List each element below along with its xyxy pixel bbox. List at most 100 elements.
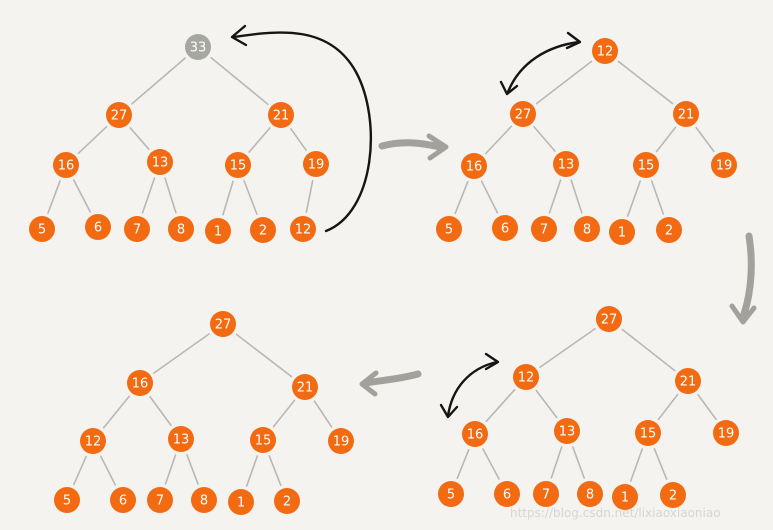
tree-edge bbox=[454, 181, 469, 214]
node-value: 21 bbox=[680, 375, 697, 390]
node-value: 5 bbox=[445, 223, 453, 238]
node-circle bbox=[328, 428, 354, 454]
node-value: 6 bbox=[119, 494, 127, 509]
node-circle bbox=[85, 214, 111, 240]
node-circle bbox=[554, 418, 580, 444]
node-value: 1 bbox=[618, 226, 626, 241]
tree-edge bbox=[272, 399, 296, 428]
tree-edge bbox=[480, 180, 499, 214]
node-value: 27 bbox=[601, 313, 618, 328]
node-circle bbox=[124, 216, 150, 242]
node-value: 12 bbox=[85, 435, 102, 450]
node-circle bbox=[494, 481, 520, 507]
tree-node: 6 bbox=[85, 214, 111, 240]
tree-node: 13 bbox=[554, 418, 580, 444]
tree-edge bbox=[456, 448, 470, 480]
tree-edge bbox=[248, 127, 271, 153]
tree-edge bbox=[102, 395, 131, 429]
swap-arrowhead-2b bbox=[439, 403, 459, 419]
node-value: 15 bbox=[230, 159, 247, 174]
node-value: 7 bbox=[156, 494, 164, 509]
node-circle bbox=[210, 311, 236, 337]
tree-edge bbox=[73, 455, 87, 486]
tree-edge bbox=[535, 389, 558, 419]
node-circle bbox=[635, 420, 661, 446]
node-circle bbox=[609, 219, 635, 245]
tree-edge bbox=[484, 125, 513, 155]
tree-node: 19 bbox=[328, 428, 354, 454]
node-value: 6 bbox=[501, 222, 509, 237]
tree-edge bbox=[697, 393, 717, 421]
tree-edge bbox=[572, 446, 585, 479]
tree-node: 7 bbox=[531, 216, 557, 242]
node-circle bbox=[461, 153, 487, 179]
tree-edge bbox=[629, 448, 644, 482]
tree-node: 12 bbox=[290, 216, 316, 242]
node-value: 8 bbox=[583, 223, 591, 238]
tree-node: 8 bbox=[191, 487, 217, 513]
node-value: 1 bbox=[621, 491, 629, 506]
node-circle bbox=[54, 487, 80, 513]
node-circle bbox=[711, 152, 737, 178]
tree-edge bbox=[653, 447, 668, 481]
node-value: 6 bbox=[503, 488, 511, 503]
tree-edge bbox=[548, 179, 562, 214]
tree-node: 2 bbox=[656, 217, 682, 243]
node-circle bbox=[80, 428, 106, 454]
node-value: 8 bbox=[586, 488, 594, 503]
node-circle bbox=[436, 216, 462, 242]
swap-root-child-arrow-1 bbox=[506, 40, 581, 94]
tree-edge bbox=[621, 328, 676, 372]
tree-edge bbox=[245, 455, 259, 487]
tree-edge bbox=[657, 393, 679, 421]
flow-arrow-down bbox=[729, 232, 757, 325]
tree-node: 13 bbox=[147, 149, 173, 175]
node-circle bbox=[250, 427, 276, 453]
tree-edge bbox=[482, 448, 500, 480]
tree-node: 16 bbox=[53, 152, 79, 178]
tree-node: 5 bbox=[436, 216, 462, 242]
tree-edge bbox=[141, 177, 156, 214]
tree-edge bbox=[695, 126, 715, 153]
node-circle bbox=[596, 306, 622, 332]
watermark-text: https://blog.csdn.net/lixiaoxiaoniao bbox=[510, 506, 721, 520]
tree-node: 6 bbox=[110, 487, 136, 513]
tree-edge bbox=[539, 327, 596, 369]
tree-node: 8 bbox=[574, 216, 600, 242]
tree-edge bbox=[222, 180, 234, 216]
panel-3-edges bbox=[456, 327, 717, 482]
node-value: 21 bbox=[273, 109, 290, 124]
node-value: 2 bbox=[665, 224, 673, 239]
tree-node: 5 bbox=[438, 481, 464, 507]
node-circle bbox=[168, 216, 194, 242]
node-value: 15 bbox=[638, 159, 655, 174]
node-value: 27 bbox=[515, 108, 532, 123]
tree-node: 8 bbox=[577, 481, 603, 507]
tree-edge bbox=[77, 125, 108, 155]
node-value: 1 bbox=[214, 225, 222, 240]
node-value: 8 bbox=[200, 494, 208, 509]
node-value: 21 bbox=[297, 381, 314, 396]
node-value: 13 bbox=[152, 156, 169, 171]
tree-edge bbox=[268, 455, 282, 486]
node-value: 2 bbox=[259, 224, 267, 239]
node-circle bbox=[228, 489, 254, 515]
node-circle bbox=[438, 481, 464, 507]
node-circle bbox=[303, 151, 329, 177]
tree-node: 7 bbox=[147, 487, 173, 513]
tree-node: 21 bbox=[675, 368, 701, 394]
move-last-to-root-arrow bbox=[232, 31, 372, 233]
tree-node: 7 bbox=[124, 216, 150, 242]
node-circle bbox=[268, 102, 294, 128]
tree-node: 27 bbox=[106, 102, 132, 128]
tree-edge bbox=[164, 454, 177, 485]
node-circle bbox=[290, 216, 316, 242]
tree-node: 21 bbox=[292, 374, 318, 400]
tree-node: 8 bbox=[168, 216, 194, 242]
node-circle bbox=[168, 426, 194, 452]
panel-2-edges bbox=[454, 60, 715, 217]
tree-edge bbox=[186, 454, 199, 485]
tree-edge bbox=[131, 57, 186, 105]
tree-node: 21 bbox=[268, 102, 294, 128]
